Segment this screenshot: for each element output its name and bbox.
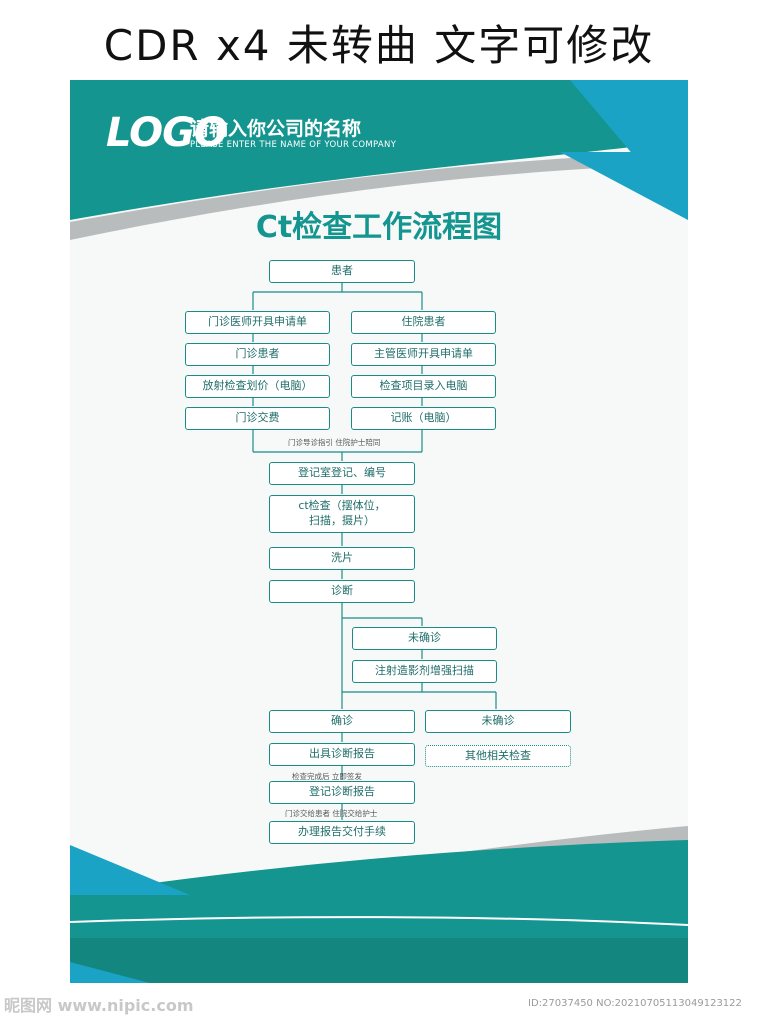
ct-exam-line-2: 扫描，摄片）	[309, 514, 375, 527]
flow-step-confirmed: 确诊	[269, 710, 415, 733]
page-title: Ct检查工作流程图	[255, 210, 503, 245]
flow-step-register-report: 登记诊断报告	[269, 781, 415, 804]
flow-step-register: 登记室登记、编号	[269, 462, 415, 485]
decorative-background	[70, 80, 688, 983]
flow-step-left-3: 放射检查划价（电脑）	[185, 375, 330, 398]
flow-step-other-exams: 其他相关检查	[425, 745, 571, 767]
flow-step-left-4: 门诊交费	[185, 407, 330, 430]
logo: LOGO	[106, 110, 228, 156]
note-deliver: 门诊交给患者 住院交给护士	[285, 809, 378, 818]
flow-step-diagnose: 诊断	[269, 580, 415, 603]
banner-title: CDR x4 未转曲 文字可修改	[103, 21, 655, 70]
watermark-site: 昵图网 www.nipic.com	[4, 996, 194, 1015]
flow-step-left-1: 门诊医师开具申请单	[185, 311, 330, 334]
flow-step-ct-exam: ct检查（摆体位， 扫描，摄片）	[269, 495, 415, 533]
flow-step-patient: 患者	[269, 260, 415, 283]
flow-step-left-2: 门诊患者	[185, 343, 330, 366]
flow-step-unconfirmed-1: 未确诊	[352, 627, 497, 650]
flow-step-right-4: 记账（电脑）	[351, 407, 496, 430]
ct-exam-line-1: ct检查（摆体位，	[298, 499, 386, 513]
flow-step-report: 出具诊断报告	[269, 743, 415, 766]
poster: LOGO 请输入你公司的名称 PLEASE ENTER THE NAME OF …	[70, 80, 688, 983]
flow-step-contrast-scan: 注射造影剂增强扫描	[352, 660, 497, 683]
flow-step-delivery: 办理报告交付手续	[269, 821, 415, 844]
flow-step-right-3: 检查项目录入电脑	[351, 375, 496, 398]
flow-step-develop: 洗片	[269, 547, 415, 570]
company-name: 请输入你公司的名称	[190, 118, 362, 140]
flow-connectors	[252, 282, 497, 820]
note-guide: 门诊导诊指引 住院护士陪同	[288, 438, 381, 447]
flow-step-right-2: 主管医师开具申请单	[351, 343, 496, 366]
watermark-id: ID:27037450 NO:20210705113049123122	[528, 998, 742, 1009]
flow-step-unconfirmed-2: 未确诊	[425, 710, 571, 733]
company-name-en: PLEASE ENTER THE NAME OF YOUR COMPANY	[190, 140, 397, 150]
note-review: 检查完成后 立即签发	[292, 772, 362, 781]
flow-step-right-1: 住院患者	[351, 311, 496, 334]
